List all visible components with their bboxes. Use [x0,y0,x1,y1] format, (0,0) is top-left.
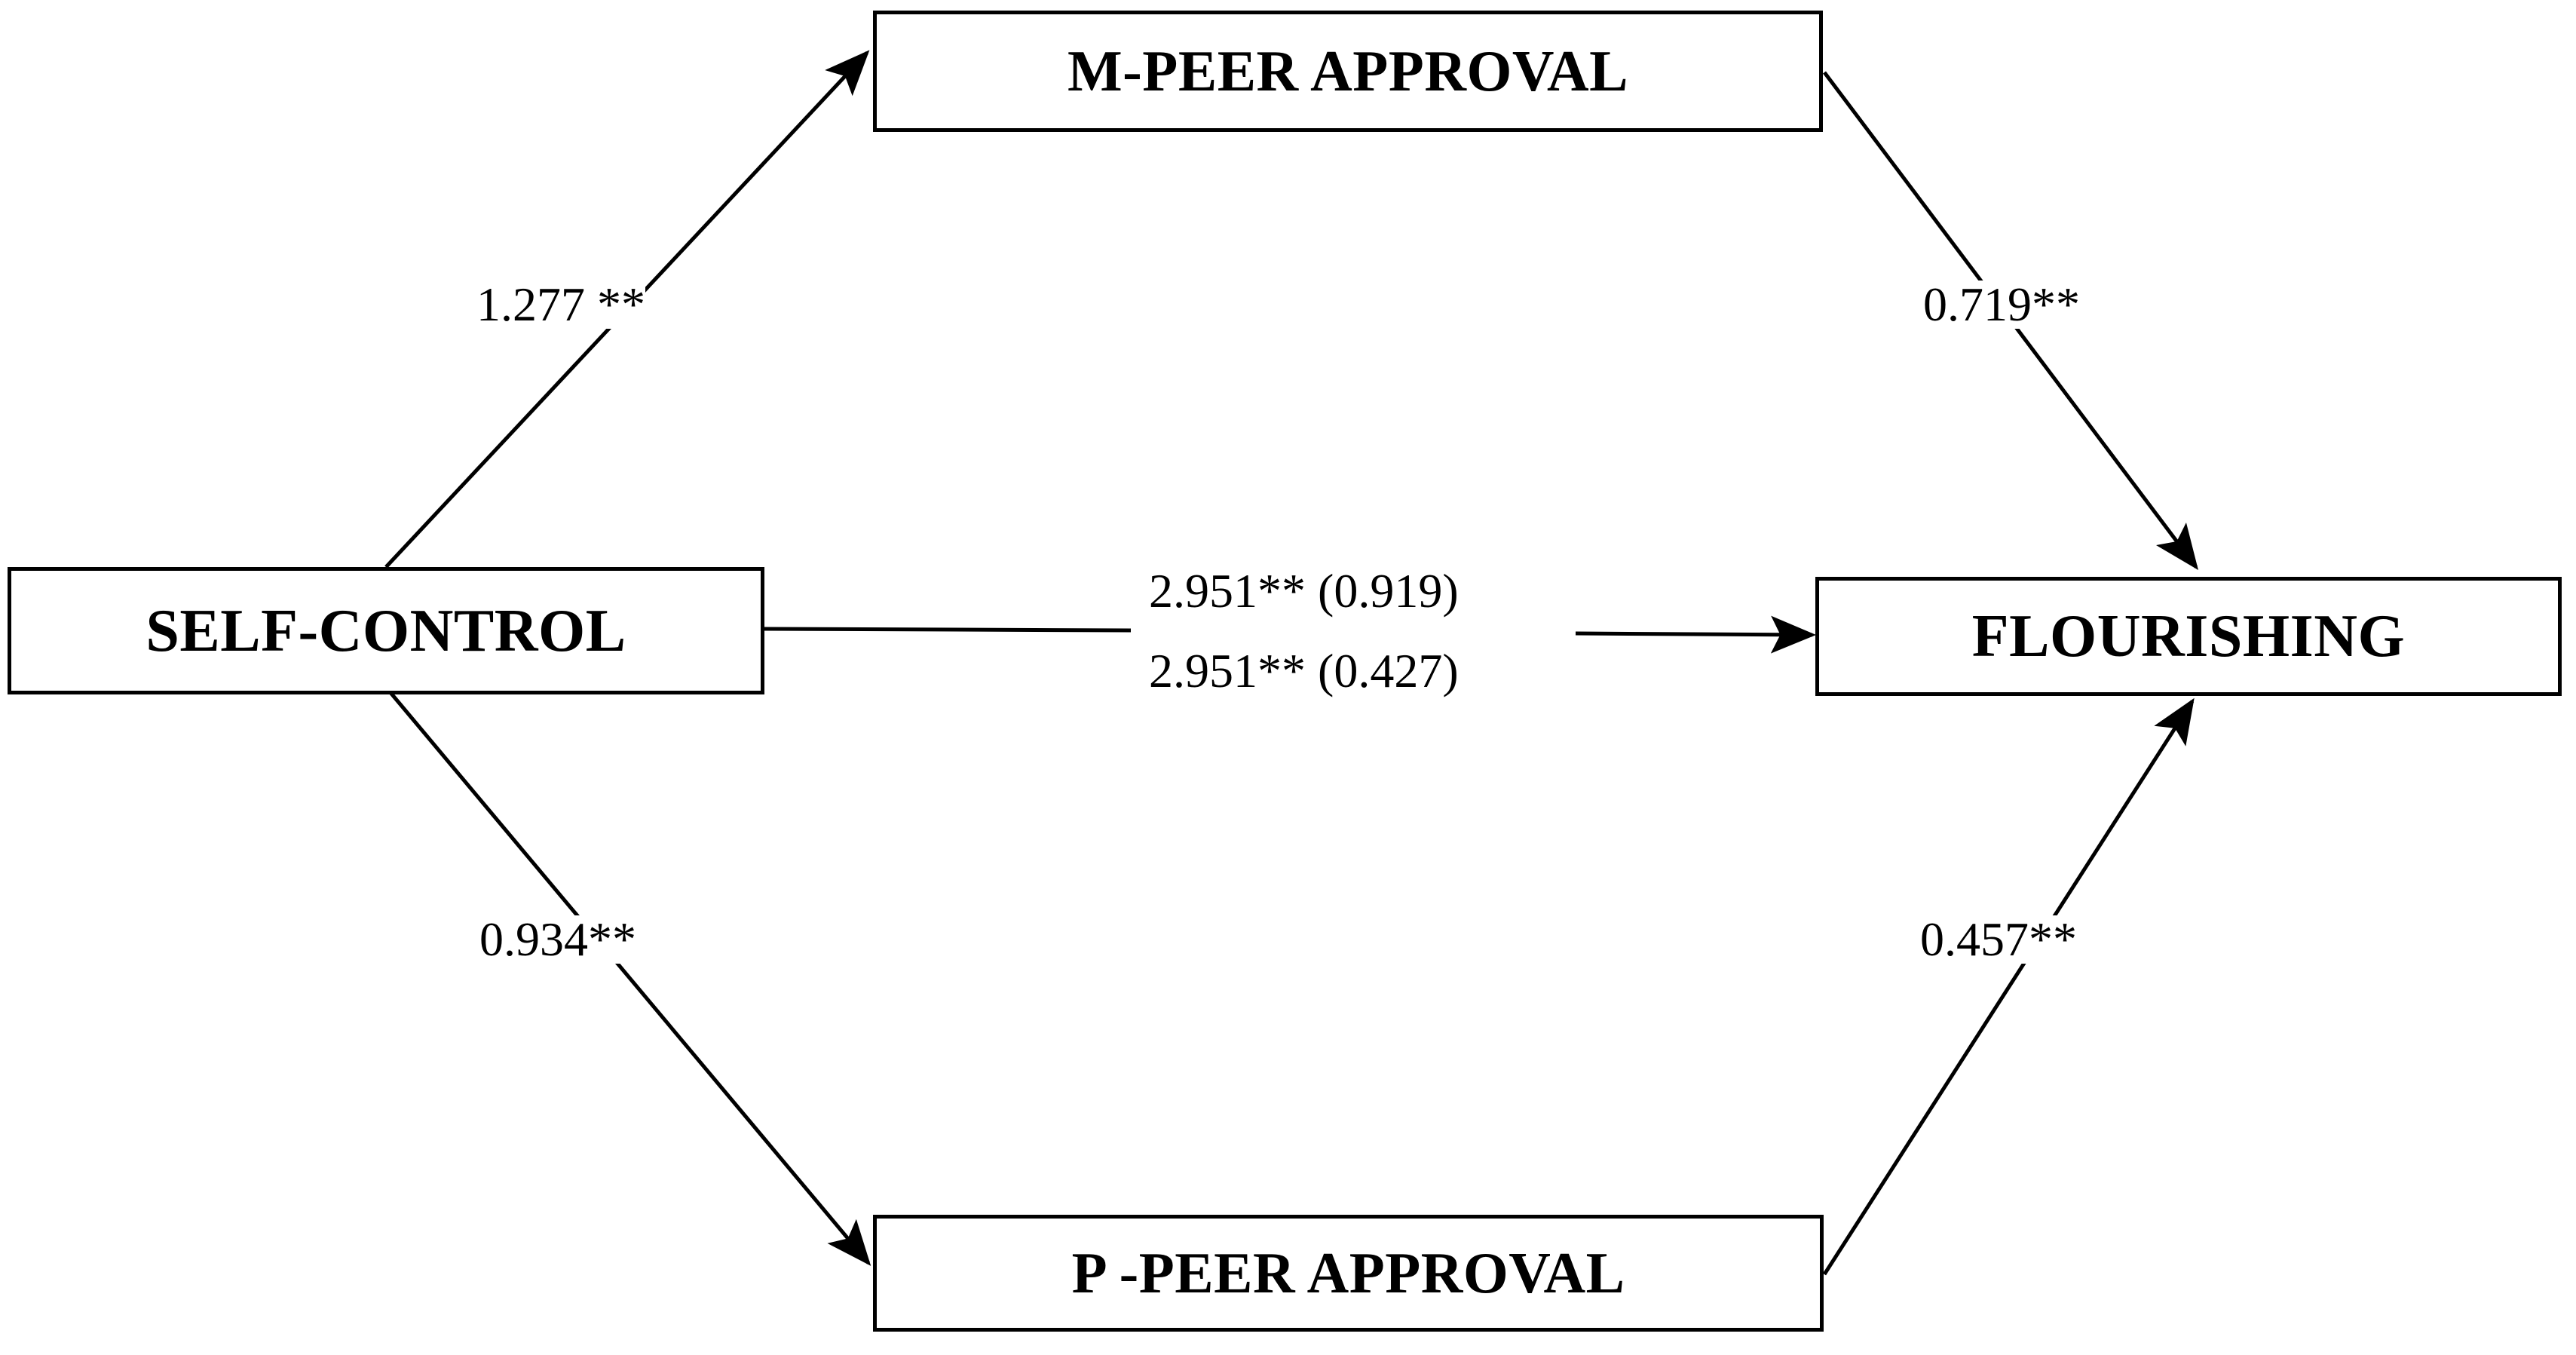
node-flourishing-label: FLOURISHING [1971,603,2406,670]
edge-label-p-peer-approval-to-flourishing: 0.457** [1920,912,2077,966]
node-m-peer-approval-label: M-PEER APPROVAL [1067,38,1628,103]
node-p-peer-approval-label: P -PEER APPROVAL [1071,1240,1625,1305]
edge-label-self-control-to-flourishing-direct: 2.951** (0.427) [1149,644,1459,697]
edge-label-self-control-to-flourishing-total: 2.951** (0.919) [1149,564,1459,618]
node-self-control[interactable]: SELF-CONTROL [8,567,764,694]
node-p-peer-approval[interactable]: P -PEER APPROVAL [873,1215,1824,1332]
node-m-peer-approval[interactable]: M-PEER APPROVAL [873,11,1823,132]
node-flourishing[interactable]: FLOURISHING [1815,577,2562,696]
node-self-control-label: SELF-CONTROL [145,597,626,664]
edge-self-control-to-flourishing-right-segment [1575,615,1816,654]
edge-p-peer-approval-to-flourishing [1822,697,2195,1276]
edge-self-control-to-flourishing-left-segment [764,627,1132,633]
edge-label-self-control-to-p-peer-approval: 0.934** [479,912,636,966]
edge-self-control-to-p-peer-approval [387,688,871,1266]
edge-label-m-peer-approval-to-flourishing: 0.719** [1923,277,2080,331]
edge-label-self-control-to-m-peer-approval: 1.277 ** [476,277,645,331]
